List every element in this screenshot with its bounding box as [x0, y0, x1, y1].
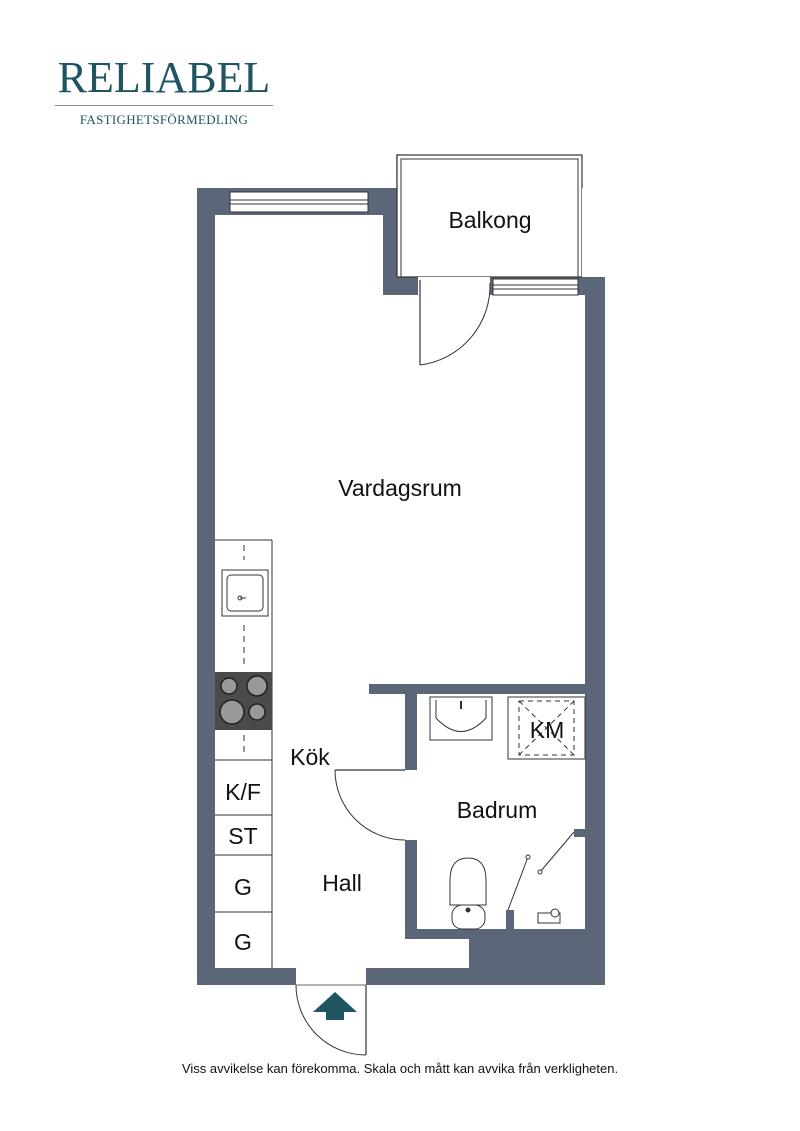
- bathroom-door[interactable]: [334, 769, 406, 841]
- logo-divider: [55, 105, 273, 106]
- stove-icon: [215, 672, 272, 730]
- room-label-balcony: Balkong: [448, 207, 531, 233]
- shower-mixer-icon: [537, 908, 561, 924]
- disclaimer-footer: Viss avvikelse kan förekomma. Skala och …: [181, 1061, 619, 1076]
- kitchen-sink-icon: [221, 569, 269, 617]
- fixture-label-st: ST: [228, 823, 257, 849]
- entrance-door[interactable]: [295, 968, 367, 1056]
- balcony-door[interactable]: [418, 277, 491, 366]
- shower-screen-icon: [506, 829, 585, 929]
- logo: RELIABEL FASTIGHETSFÖRMEDLING: [55, 56, 273, 128]
- toilet-icon: [449, 857, 487, 930]
- kitchen-counter: [215, 539, 273, 968]
- logo-name: RELIABEL: [57, 53, 271, 102]
- fixture-label-km: KM: [530, 717, 565, 743]
- washing-machine-icon: [507, 696, 586, 760]
- logo-subtitle: FASTIGHETSFÖRMEDLING: [79, 112, 249, 127]
- inner-walls: [369, 684, 605, 985]
- window-balcony: [492, 278, 579, 296]
- room-label-kitchen: Kök: [290, 744, 330, 770]
- room-label-hall: Hall: [322, 870, 362, 896]
- room-label-bathroom: Badrum: [457, 797, 538, 823]
- room-label-living-room: Vardagsrum: [338, 475, 462, 501]
- window-top: [229, 191, 369, 213]
- fixture-label-kf: K/F: [225, 779, 261, 805]
- fixture-label-g2: G: [234, 929, 252, 955]
- entrance-arrow-icon: [313, 992, 357, 1020]
- interior-floor: [215, 215, 585, 968]
- bathroom-sink-icon: [429, 696, 493, 741]
- fixture-label-g1: G: [234, 874, 252, 900]
